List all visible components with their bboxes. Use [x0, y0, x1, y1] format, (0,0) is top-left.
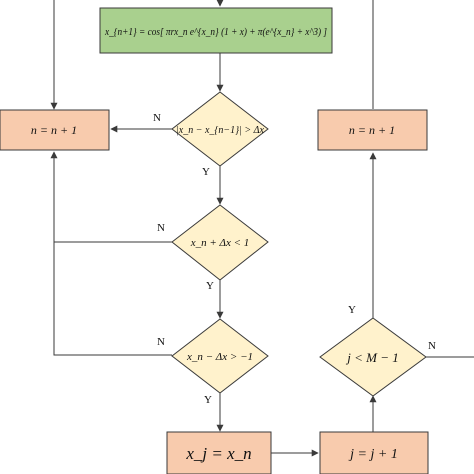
edge-lower-bound-no: [53, 242, 172, 356]
increment-n-left-box: [0, 109, 110, 151]
connectors: [50, 0, 474, 457]
convergence-yes-label: Y: [202, 166, 210, 178]
upper-bound-yes-label: Y: [206, 280, 214, 292]
assign-xj-box: [166, 431, 272, 474]
lower-bound-decision-text: x_n − Δx > −1: [186, 351, 253, 363]
j-limit-decision: [319, 317, 427, 397]
upper-bound-decision-text: x_n + Δx < 1: [190, 237, 250, 249]
upper-bound-decision: [171, 204, 269, 281]
convergence-decision-text: |x_n − x_{n−1}| > Δx: [176, 125, 264, 136]
increment-n-right-box: [317, 109, 428, 151]
lower-bound-no-label: N: [157, 336, 165, 348]
j-limit-no-label: N: [428, 340, 436, 352]
edge-upper-bound-no: [50, 151, 172, 243]
iteration-formula-text: x_{n+1} = cos[ πrx_n e^{x_n} (1 + x) + π…: [104, 27, 327, 38]
convergence-decision: [171, 91, 269, 167]
lower-bound-decision: [171, 318, 269, 394]
increment-j-box: [319, 431, 429, 474]
lower-bound-yes-label: Y: [204, 394, 212, 406]
iteration-formula-box: [99, 7, 333, 54]
increment-n-left-text: n = n + 1: [31, 123, 77, 137]
upper-bound-no-label: N: [157, 222, 165, 234]
j-limit-decision-text: j < M − 1: [345, 350, 399, 365]
convergence-no-label: N: [153, 112, 161, 124]
increment-j-text: j = j + 1: [348, 447, 398, 462]
increment-n-right-text: n = n + 1: [349, 123, 395, 137]
j-limit-yes-label: Y: [348, 304, 356, 316]
assign-xj-text: x_j = x_n: [185, 444, 251, 463]
